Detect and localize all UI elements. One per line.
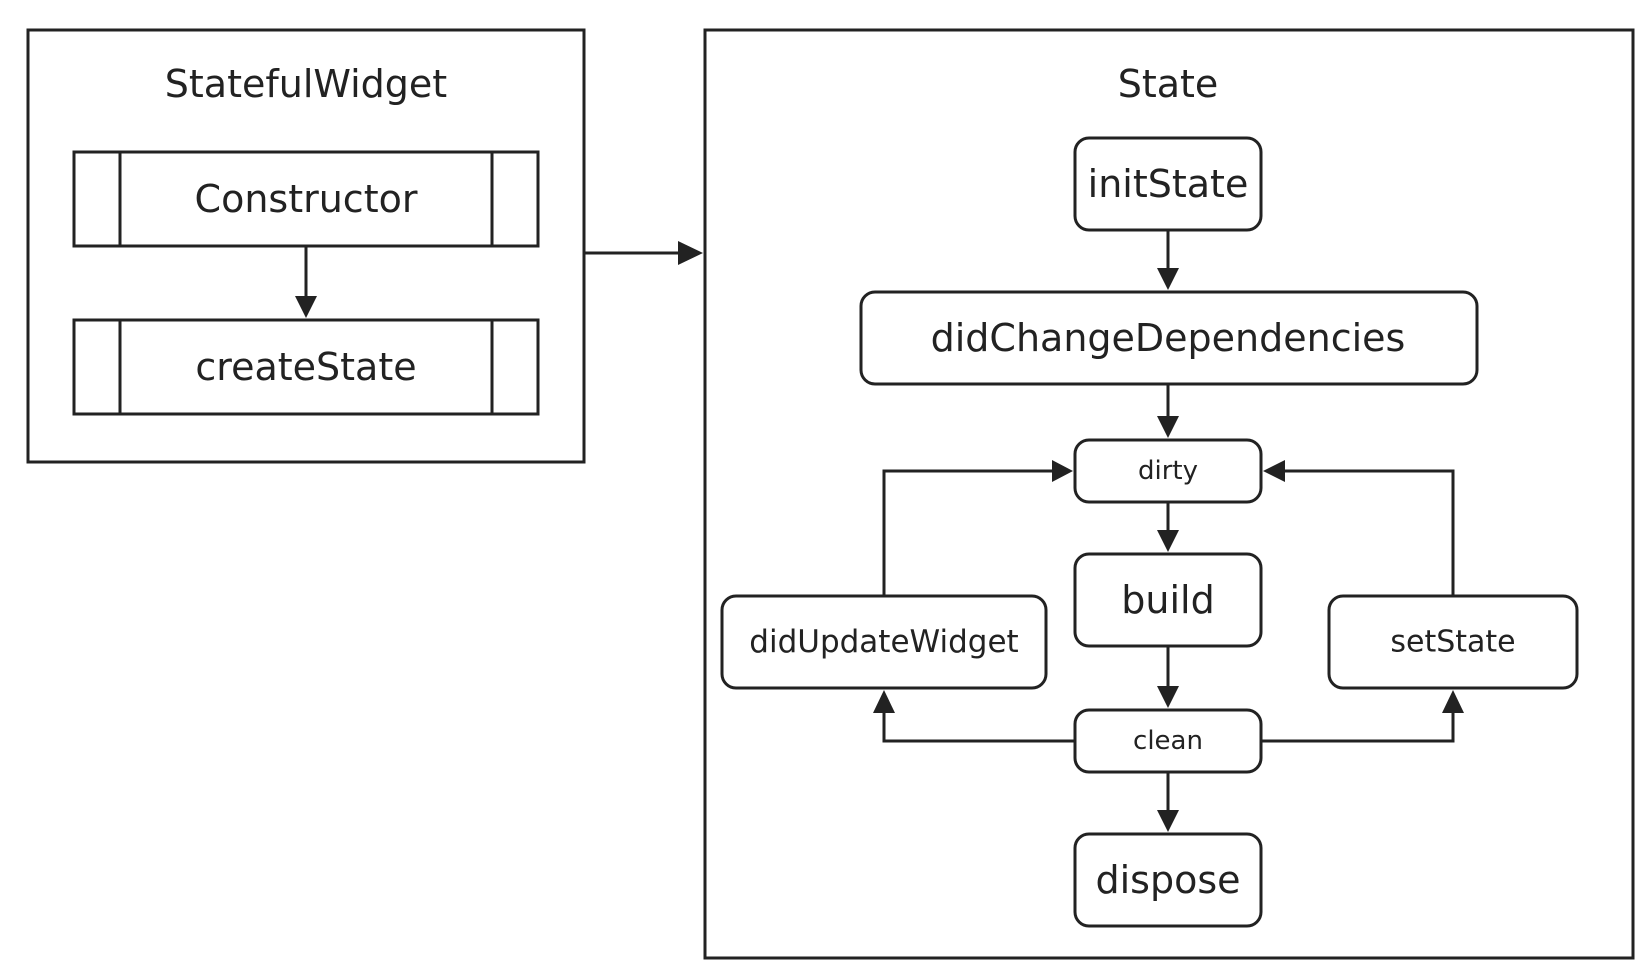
arrowhead-clean-to-dispose	[1157, 810, 1179, 832]
arrowhead-constructor-to-createstate	[295, 296, 317, 318]
constructor-node: Constructor	[72, 150, 540, 248]
arrowhead-dcd-to-dirty	[1157, 416, 1179, 438]
dispose-label: dispose	[1095, 858, 1240, 902]
init-state-label: initState	[1088, 162, 1249, 206]
create-state-node: createState	[72, 318, 540, 416]
arrow-clean-to-didupdatewidget	[882, 708, 1075, 743]
set-state-label: setState	[1390, 625, 1515, 660]
did-update-widget-label: didUpdateWidget	[749, 624, 1018, 660]
did-change-dependencies-node: didChangeDependencies	[859, 290, 1479, 386]
init-state-node: initState	[1073, 136, 1263, 232]
build-label: build	[1121, 578, 1214, 622]
state-title: State	[1118, 62, 1219, 106]
stateful-widget-title: StatefulWidget	[165, 62, 447, 106]
arrowhead-build-to-clean	[1157, 686, 1179, 708]
arrow-didupdatewidget-to-dirty	[882, 469, 1056, 596]
create-state-label: createState	[195, 345, 416, 389]
dispose-box	[1073, 832, 1263, 928]
did-change-dependencies-label: didChangeDependencies	[931, 316, 1406, 360]
clean-node: clean	[1073, 708, 1263, 774]
dirty-node: dirty	[1073, 438, 1263, 504]
did-update-widget-node: didUpdateWidget	[720, 594, 1048, 690]
arrowhead-clean-to-didupdatewidget	[873, 690, 895, 713]
arrow-clean-to-setstate	[1261, 708, 1455, 743]
arrowhead-initstate-to-dcd	[1157, 268, 1179, 290]
create-state-box	[72, 318, 540, 416]
arrowhead-widget-to-state	[678, 241, 703, 265]
dirty-label: dirty	[1138, 456, 1198, 486]
state-container: State initState didChangeDependencies di…	[703, 28, 1635, 960]
set-state-node: setState	[1327, 594, 1579, 690]
constructor-label: Constructor	[195, 177, 418, 221]
build-node: build	[1073, 552, 1263, 648]
arrowhead-clean-to-setstate	[1442, 690, 1464, 713]
arrowhead-dirty-to-build	[1157, 530, 1179, 552]
arrowhead-didupdatewidget-to-dirty	[1052, 460, 1073, 482]
clean-label: clean	[1133, 726, 1203, 756]
arrow-setstate-to-dirty	[1280, 469, 1455, 596]
stateful-widget-frame	[26, 28, 586, 464]
dispose-node: dispose	[1073, 832, 1263, 928]
stateful-widget-container: StatefulWidget Constructor createState	[26, 28, 586, 464]
state-frame	[703, 28, 1635, 960]
arrowhead-setstate-to-dirty	[1263, 460, 1285, 482]
